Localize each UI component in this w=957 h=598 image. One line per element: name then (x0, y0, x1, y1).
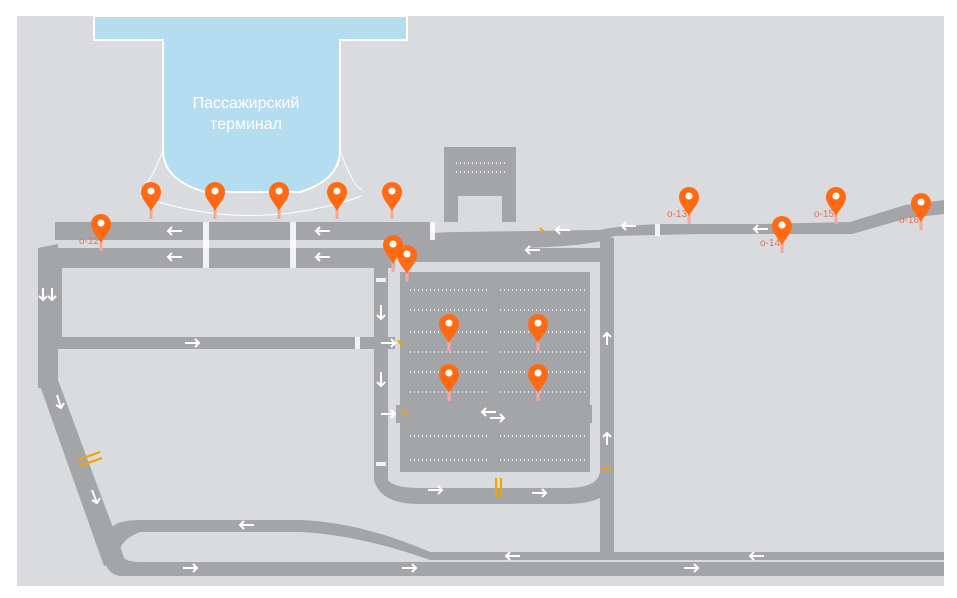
map-pin-icon (528, 364, 548, 393)
map-pin-dot (389, 240, 397, 248)
road-east-vertical (600, 238, 614, 556)
map-pin-dot (388, 187, 396, 195)
map-marker-parking-4[interactable] (528, 364, 548, 401)
marker-label: о-13 (667, 209, 687, 220)
map-marker-terminal-stop-2[interactable] (205, 182, 225, 219)
passenger-terminal: Пассажирский терминал (93, 15, 408, 216)
marker-label: о-16 (899, 215, 919, 226)
barriers (77, 227, 612, 498)
marker-label: о-12 (79, 236, 99, 247)
map-pin-dot (445, 369, 453, 377)
map-marker-stop-o13[interactable]: о-13 (667, 187, 699, 224)
road-terminal-upper (55, 222, 430, 240)
map-marker-parking-entrance-2[interactable] (397, 245, 417, 282)
map-pin-icon (269, 182, 289, 211)
map-marker-stop-o14[interactable]: о-14 (760, 216, 792, 253)
map-pin-icon (679, 187, 699, 216)
road-loop-left (50, 337, 395, 349)
map-marker-parking-3[interactable] (439, 364, 459, 401)
map-pin-dot (211, 187, 219, 195)
map-pin-icon (826, 187, 846, 216)
map-marker-parking-1[interactable] (439, 314, 459, 351)
parking-lot-upper (400, 272, 590, 406)
marker-label: о-14 (760, 238, 780, 249)
map-pin-icon (439, 314, 459, 343)
map-pin-icon (397, 245, 417, 274)
parking-stalls (410, 162, 585, 461)
map-pin-icon (205, 182, 225, 211)
map-pin-icon (772, 216, 792, 245)
map-pin-icon (383, 235, 403, 264)
road-parking-west (374, 268, 388, 468)
map-pin-dot (403, 250, 411, 258)
map-marker-stop-o15[interactable]: о-15 (814, 187, 846, 224)
road-network (38, 147, 944, 576)
map-pin-dot (778, 221, 786, 229)
map-pin-icon (327, 182, 347, 211)
map-pin-dot (685, 192, 693, 200)
marker-label: о-15 (814, 209, 834, 220)
map-pin-dot (147, 187, 155, 195)
map-marker-parking-entrance-1[interactable] (383, 235, 403, 272)
map-pin-dot (445, 319, 453, 327)
map-pin-icon (382, 182, 402, 211)
terminal-label-line2: терминал (210, 116, 282, 133)
map-pin-icon (141, 182, 161, 211)
map-marker-stop-o12[interactable]: о-12 (79, 214, 111, 251)
map-marker-terminal-stop-4[interactable] (327, 182, 347, 219)
map-markers: о-12 о-13 о-14 о-15 о-16 (79, 182, 931, 401)
map-pin-dot (832, 192, 840, 200)
map-marker-terminal-stop-3[interactable] (269, 182, 289, 219)
road-east-upper (395, 200, 944, 262)
map-marker-terminal-stop-1[interactable] (141, 182, 161, 219)
map-pin-dot (333, 187, 341, 195)
terminal-label-line1: Пассажирский (193, 95, 300, 112)
map-pin-dot (917, 198, 925, 206)
map-pin-icon (439, 364, 459, 393)
map-pin-icon (911, 193, 931, 222)
road-terminal-lower (55, 248, 395, 268)
map-marker-stop-o16[interactable]: о-16 (899, 193, 931, 230)
map-marker-parking-2[interactable] (528, 314, 548, 351)
parking-lot-lower (400, 422, 590, 472)
map-pin-icon (91, 214, 111, 243)
crosswalks (203, 222, 660, 466)
map-pin-icon (528, 314, 548, 343)
map-pin-dot (534, 369, 542, 377)
direction-arrows (38, 221, 768, 573)
map-pin-dot (97, 219, 105, 227)
map-marker-terminal-stop-5[interactable] (382, 182, 402, 219)
road-bottom-loop (104, 520, 944, 576)
map-pin-dot (275, 187, 283, 195)
map-pin-dot (534, 319, 542, 327)
road-diagonal (38, 380, 125, 566)
